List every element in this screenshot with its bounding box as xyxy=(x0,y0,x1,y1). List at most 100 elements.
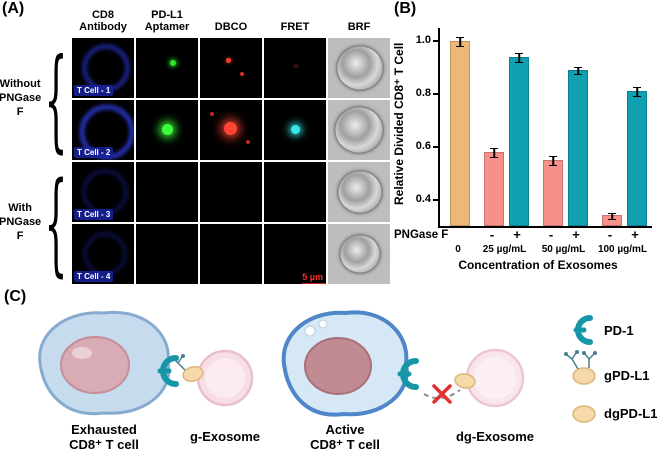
cell-r3-dbco xyxy=(200,162,262,222)
bar-100µg/mL+ xyxy=(627,91,647,226)
cell-r1-cd8: T Cell - 1 xyxy=(72,38,134,98)
legend-pd1-label: PD-1 xyxy=(604,323,634,338)
legend-dgpdl1-label: dgPD-L1 xyxy=(604,406,657,421)
faint-fret-dot xyxy=(294,64,298,68)
dgpdl1-molecule xyxy=(454,373,476,389)
caption-dg-exosome: dg-Exosome xyxy=(456,429,534,444)
y-tick-label: 0.8 xyxy=(415,87,431,99)
pngase-sign: - xyxy=(489,227,495,242)
panel-b-label: (B) xyxy=(394,0,417,17)
cell-r1-dbco xyxy=(200,38,262,98)
cell-r4-fret: 5 µm xyxy=(264,224,326,284)
pd1-receptor xyxy=(157,355,179,387)
panel-a: (A) CD8 Antibody PD-L1 Aptamer DBCO FRET… xyxy=(0,0,392,286)
red-fluorescence-dot xyxy=(210,112,214,116)
brace-left: { xyxy=(44,33,68,165)
y-tick-label: 0.4 xyxy=(415,192,431,205)
y-tick-label: 1.0 xyxy=(415,34,431,47)
cell-r3-fret xyxy=(264,162,326,222)
blocked-interaction xyxy=(423,384,461,404)
caption-active-line2: CD8⁺ T cell xyxy=(310,437,380,452)
brightfield-cell xyxy=(334,106,384,154)
caption-active-line1: Active xyxy=(325,422,364,437)
pngase-sign: + xyxy=(631,227,639,242)
error-bar xyxy=(574,67,582,76)
microscopy-grid: CD8 Antibody PD-L1 Aptamer DBCO FRET BRF… xyxy=(0,2,390,289)
brace-left: { xyxy=(44,157,68,289)
legend-gpdl1-label: gPD-L1 xyxy=(604,368,650,383)
pd1-receptor-active xyxy=(397,358,419,390)
green-fluorescence-dot xyxy=(162,124,173,135)
cell-label-4: T Cell - 4 xyxy=(74,271,114,282)
error-bar xyxy=(549,156,557,166)
column-header-pdl1-aptamer: PD-L1 Aptamer xyxy=(144,8,190,34)
bar-50µg/mL- xyxy=(543,160,563,226)
brightfield-cell xyxy=(339,234,381,274)
cell-r1-aptamer xyxy=(136,38,198,98)
cell-r3-brf xyxy=(328,162,390,222)
schematic-illustration: Exhausted CD8⁺ T cell g-Exosome Active C… xyxy=(38,310,657,452)
legend-dgpdl1-icon xyxy=(572,405,596,423)
category-label: 100 µg/mL xyxy=(597,244,648,255)
y-tick-mark xyxy=(433,198,440,201)
legend-gpdl1-icon xyxy=(564,350,597,385)
pngase-sign: + xyxy=(513,227,521,242)
column-header-cd8-antibody: CD8 Antibody xyxy=(79,8,127,34)
bar-0 xyxy=(450,41,470,226)
cell-r2-fret xyxy=(264,100,326,160)
y-tick-mark xyxy=(433,93,440,95)
grid-corner xyxy=(4,2,70,36)
error-bar xyxy=(456,37,464,48)
exhausted-t-cell xyxy=(38,310,171,416)
g-exosome xyxy=(196,349,254,407)
cell-label-2: T Cell - 2 xyxy=(74,147,114,158)
row-group-with-pngase-label: With PNGase F xyxy=(0,202,42,242)
pngase-row-label: PNGase F xyxy=(394,229,449,241)
cell-r3-cd8: T Cell - 3 xyxy=(72,162,134,222)
cell-label-3: T Cell - 3 xyxy=(74,209,114,220)
bar-50µg/mL+ xyxy=(568,70,588,226)
scale-bar: 5 µm xyxy=(302,272,326,284)
row-group-without-pngase: Without PNGase F { xyxy=(0,33,70,165)
dg-exosome xyxy=(465,348,525,408)
cell-label-1: T Cell - 1 xyxy=(74,85,114,96)
cell-r4-dbco xyxy=(200,224,262,284)
scale-bar-line xyxy=(302,283,326,284)
red-fluorescence-dot xyxy=(224,122,237,135)
x-axis-label: Concentration of Exosomes xyxy=(458,258,618,272)
cd8-membrane-ring xyxy=(84,233,126,275)
pngase-sign: + xyxy=(572,227,580,242)
bar-25µg/mL- xyxy=(484,152,504,226)
column-header-dbco: DBCO xyxy=(214,21,248,34)
cell-r2-aptamer xyxy=(136,100,198,160)
column-header-brf: BRF xyxy=(347,21,371,34)
cd8-membrane-ring xyxy=(83,170,127,214)
row-group-with-pngase: With PNGase F { xyxy=(0,157,70,289)
caption-g-exosome: g-Exosome xyxy=(190,429,260,444)
panel-c: (C) xyxy=(0,286,666,456)
error-bar xyxy=(490,148,498,159)
scale-bar-label: 5 µm xyxy=(302,272,323,282)
error-bar xyxy=(633,87,641,98)
column-header-fret: FRET xyxy=(280,21,310,34)
cell-r1-fret xyxy=(264,38,326,98)
error-bar xyxy=(515,53,523,63)
cell-r3-aptamer xyxy=(136,162,198,222)
brightfield-cell xyxy=(336,45,384,91)
red-fluorescence-dot xyxy=(226,58,231,63)
bar-100µg/mL- xyxy=(602,215,622,226)
pngase-signs-row: -+-+-+ xyxy=(438,228,650,243)
panel-c-label: (C) xyxy=(4,288,27,305)
row-group-without-pngase-label: Without PNGase F xyxy=(0,78,42,118)
y-tick-mark xyxy=(433,40,440,43)
active-t-cell xyxy=(281,310,409,417)
cell-r2-dbco xyxy=(200,100,262,160)
cell-r1-brf xyxy=(328,38,390,98)
legend-pd1-icon xyxy=(573,315,593,345)
category-label: 50 µg/mL xyxy=(541,244,586,255)
red-fluorescence-dot xyxy=(240,72,244,76)
y-tick-mark xyxy=(433,145,440,148)
